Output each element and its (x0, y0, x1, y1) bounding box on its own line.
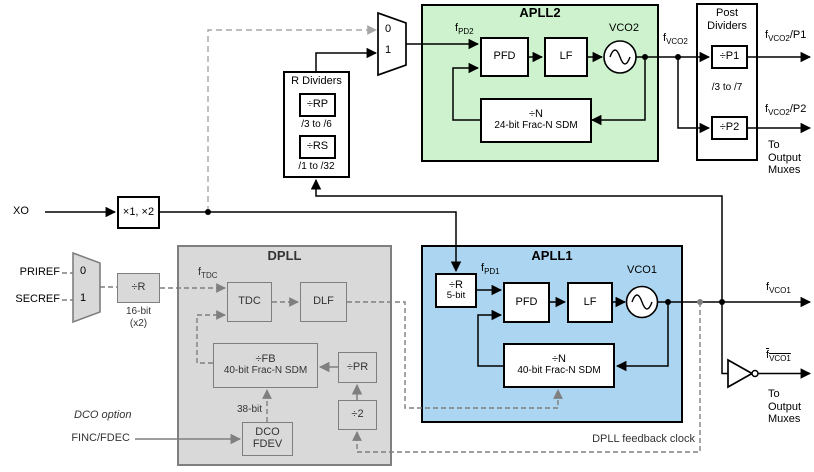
post-divider-range: /3 to /7 (711, 82, 743, 93)
junction-vco1-fb (665, 299, 671, 305)
fpd2-label: fPD2 (455, 22, 474, 37)
priref-label: PRIREF (19, 266, 60, 278)
ref-mux-in0: 0 (79, 265, 87, 277)
dpll-dlf: DLF (300, 282, 347, 322)
dpll-fb-sub: 40-bit Frac-N SDM (223, 365, 308, 377)
xo-label: XO (13, 205, 29, 217)
dpll-fb-label: ÷FB (255, 353, 276, 366)
junction-vco2-fb (642, 54, 648, 60)
vco2-label: VCO2 (609, 22, 639, 34)
junction-fvco1 (719, 299, 725, 305)
wire-xo-to-apll2-mux (207, 25, 377, 212)
vco1-sine-icon (631, 294, 653, 310)
rs-range: /1 to /32 (298, 161, 335, 172)
wire-vco1-to-rdividers (310, 178, 723, 302)
wire-rdividers-to-mux1 (315, 47, 378, 71)
rp-range: /3 to /6 (301, 119, 332, 130)
apll2-mux-in1: 1 (384, 44, 392, 56)
junction-xo (205, 209, 211, 215)
fvco1-inverted-label: fVCO1 (766, 349, 791, 364)
ref-r-divider: ÷R (117, 273, 160, 303)
wire-vco2-to-p2 (677, 57, 711, 134)
apll1-ndiv-sub: 40-bit Frac-N SDM (517, 365, 601, 377)
apll1-ndiv: ÷N 40-bit Frac-N SDM (503, 343, 615, 388)
ftdc-label: fTDC (198, 266, 218, 281)
apll2-ndiv-label: ÷N (529, 108, 543, 121)
dpll-div2: ÷2 (338, 400, 377, 430)
fvco2-label: fVCO2 (663, 32, 688, 47)
rs-divider: ÷RS (299, 135, 336, 159)
dco-bits-label: 38-bit (236, 404, 262, 415)
apll2-ndiv-sub: 24-bit Frac-N SDM (494, 120, 578, 132)
apll2-pfd: PFD (480, 37, 529, 77)
wire-ndiv1-to-pfd1 (477, 309, 503, 367)
wire-xo-to-apll1-rdiv (160, 211, 462, 273)
apll2-title: APLL2 (519, 5, 561, 20)
apll2-ndiv: ÷N 24-bit Frac-N SDM (480, 98, 592, 143)
inverter-icon (727, 358, 754, 389)
xo-doubler: ×1, ×2 (117, 196, 160, 229)
apll2-ref-mux-shape (377, 11, 407, 77)
fpd1-label: fPD1 (481, 262, 500, 277)
r-dividers-title: R Dividers (291, 75, 342, 87)
dpll-title: DPLL (267, 248, 302, 263)
ref-r-divider-bits: 16-bit (125, 306, 151, 317)
dpll-feedback-clock-label: DPLL feedback clock (592, 433, 695, 445)
finc-fdec-label: FINC/FDEC (71, 432, 130, 444)
wire-fb-to-tdc (196, 310, 226, 364)
dpll-pr-divider: ÷PR (338, 352, 377, 383)
vco1-label: VCO1 (627, 264, 657, 276)
rp-divider: ÷RP (299, 93, 336, 117)
fvco2-p2-label: fVCO2/P2 (765, 103, 807, 118)
r-dividers-block (283, 71, 350, 178)
apll1-pfd: PFD (503, 282, 550, 323)
fvco1-label: fVCO1 (766, 281, 791, 296)
p1-divider: ÷P1 (711, 45, 748, 69)
dpll-tdc: TDC (227, 282, 272, 322)
dco-option-label: DCO option (74, 409, 132, 421)
inverter-bubble-icon (751, 369, 759, 378)
p2-divider: ÷P2 (711, 116, 748, 140)
ref-mux-shape (72, 251, 101, 324)
wire-dlf-to-ndiv1 (347, 301, 563, 409)
secref-label: SECREF (15, 293, 60, 305)
apll2-lf: LF (544, 37, 588, 77)
fvco2-p1-label: fVCO2/P1 (765, 29, 807, 44)
wire-vco1-fb-tap (615, 302, 669, 372)
wire-dpll-feedback-clock (352, 302, 701, 453)
dpll-fb-divider: ÷FB 40-bit Frac-N SDM (213, 343, 318, 388)
wire-ndiv2-to-pfd2 (452, 62, 480, 121)
ref-mux-in1: 1 (79, 292, 87, 304)
apll2-mux-in0: 0 (384, 23, 392, 35)
wire-apll2-fb-tap (590, 57, 646, 126)
junction-dpll-feedback (697, 299, 703, 305)
vco2-sine-icon (609, 49, 631, 65)
ref-r-divider-note: (x2) (129, 318, 148, 329)
wire-vco1-to-inverter (721, 302, 728, 375)
apll1-lf: LF (567, 282, 613, 323)
apll1-title: APLL1 (531, 248, 573, 263)
junction-fvco2 (675, 54, 681, 60)
apll1-ndiv-label: ÷N (552, 353, 566, 366)
